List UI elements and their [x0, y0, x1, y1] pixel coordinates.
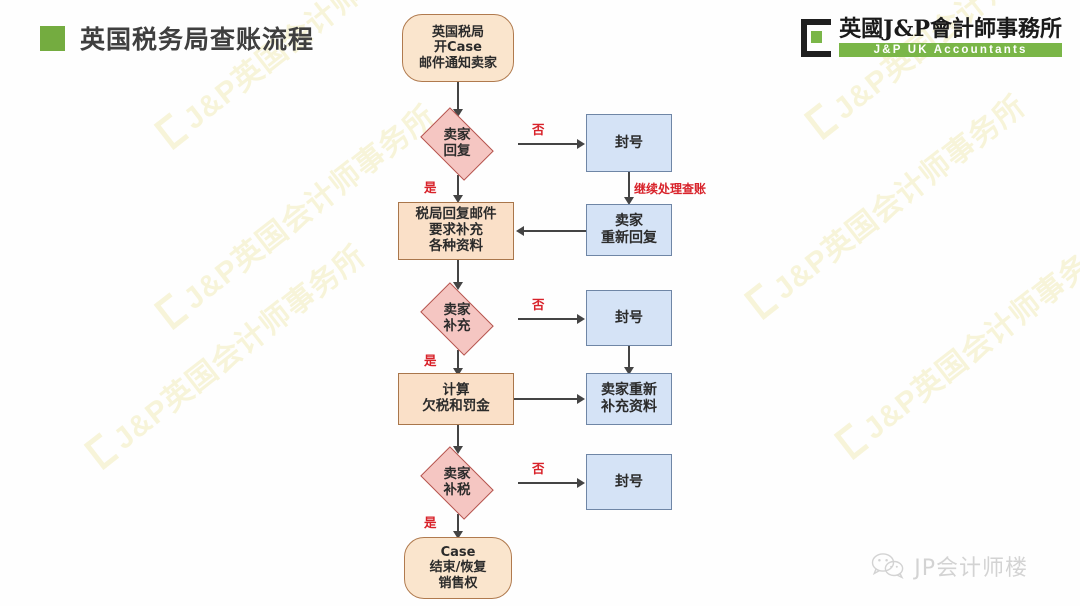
- connector-decision3-to-ban3: [518, 482, 580, 484]
- arrowhead-right: [577, 394, 585, 404]
- logo-text-block: 英國J&P會計師事務所 J&P UK Accountants: [839, 16, 1062, 58]
- wechat-footer: JP会计师楼: [871, 550, 1028, 582]
- node-label: 卖家回复: [443, 127, 471, 159]
- company-logo: 英國J&P會計師事務所 J&P UK Accountants: [801, 16, 1062, 58]
- arrowhead-down: [453, 109, 463, 117]
- flow-node-seller-re-reply[interactable]: 卖家重新回复: [586, 204, 672, 256]
- slide-header: 英国税务局查账流程: [0, 0, 1080, 78]
- header-accent-square-icon: [40, 26, 65, 51]
- wechat-icon: [872, 553, 904, 580]
- watermark-mark-icon: [833, 422, 870, 460]
- flow-node-decision-seller-reply[interactable]: 卖家回复: [396, 107, 518, 181]
- watermark-mark-icon: [743, 282, 780, 320]
- connector-decision2-to-ban2: [518, 318, 580, 320]
- arrowhead-down: [624, 367, 634, 375]
- arrowhead-down: [453, 282, 463, 290]
- connector-decision3-to-end: [457, 514, 459, 534]
- edge-label-yes-1: 是: [424, 180, 437, 195]
- page-title: 英国税务局查账流程: [80, 25, 315, 54]
- connector-calc-to-decision3: [457, 425, 459, 449]
- connector-ban2-to-seller-re2: [628, 346, 630, 370]
- connector-decision1-to-hmrc: [457, 175, 459, 198]
- flow-node-decision-seller-supplement[interactable]: 卖家补充: [396, 282, 518, 356]
- watermark-text: J&P英国会计师事务所: [740, 82, 1033, 324]
- node-label: 封号: [615, 473, 643, 490]
- node-label: 卖家重新回复: [601, 213, 657, 246]
- note-continue-audit: 继续处理查账: [634, 182, 707, 196]
- arrowhead-down: [453, 368, 463, 376]
- watermark-mark-icon: [83, 432, 120, 470]
- arrowhead-down: [453, 531, 463, 539]
- edge-label-yes-3: 是: [424, 515, 437, 530]
- arrowhead-right: [577, 139, 585, 149]
- connector-decision2-to-calc: [457, 350, 459, 371]
- arrowhead-down: [453, 195, 463, 203]
- flow-node-decision-seller-pay-tax[interactable]: 卖家补税: [396, 446, 518, 520]
- arrowhead-right: [577, 478, 585, 488]
- arrowhead-down: [624, 197, 634, 205]
- connector-ban1-to-seller-re: [628, 172, 630, 200]
- flow-node-ban-3[interactable]: 封号: [586, 454, 672, 510]
- watermark-mark-icon: [153, 292, 190, 330]
- flow-node-seller-re-supplement[interactable]: 卖家重新补充资料: [586, 373, 672, 425]
- node-label: 卖家重新补充资料: [601, 382, 657, 415]
- connector-decision1-to-ban1: [518, 143, 580, 145]
- watermark-mark-icon: [803, 102, 840, 140]
- arrowhead-left: [516, 226, 524, 236]
- edge-label-no-2: 否: [532, 297, 545, 312]
- flow-node-hmrc-request-docs[interactable]: 税局回复邮件要求补充各种资料: [398, 202, 514, 260]
- node-label: 税局回复邮件要求补充各种资料: [415, 206, 497, 254]
- edge-label-no-1: 否: [532, 122, 545, 137]
- logo-english-name: J&P UK Accountants: [839, 43, 1062, 58]
- logo-chinese-name: 英國J&P會計師事務所: [839, 16, 1062, 42]
- node-label: 卖家补充: [443, 302, 471, 334]
- connector-start-to-decision1: [457, 82, 459, 112]
- arrowhead-right: [577, 314, 585, 324]
- watermark-text: J&P英国会计师事务所: [830, 222, 1080, 464]
- connector-hmrc-to-decision2: [457, 260, 459, 285]
- flow-node-ban-2[interactable]: 封号: [586, 290, 672, 346]
- connector-calc-to-seller-re2: [514, 398, 579, 400]
- connector-seller-re-to-hmrc: [523, 230, 586, 232]
- flow-node-ban-1[interactable]: 封号: [586, 114, 672, 172]
- node-label: 封号: [615, 134, 643, 151]
- node-label: 封号: [615, 309, 643, 326]
- node-label: 卖家补税: [443, 466, 471, 498]
- flow-node-calculate-tax-penalty[interactable]: 计算欠税和罚金: [398, 373, 514, 425]
- node-label: 计算欠税和罚金: [422, 382, 490, 414]
- watermark-mark-icon: [153, 112, 190, 150]
- arrowhead-down: [453, 446, 463, 454]
- watermark-text: J&P英国会计师事务所: [80, 232, 373, 474]
- edge-label-no-3: 否: [532, 461, 545, 476]
- logo-mark-icon: [801, 18, 832, 57]
- wechat-account-name: JP会计师楼: [914, 556, 1028, 581]
- edge-label-yes-2: 是: [424, 353, 437, 368]
